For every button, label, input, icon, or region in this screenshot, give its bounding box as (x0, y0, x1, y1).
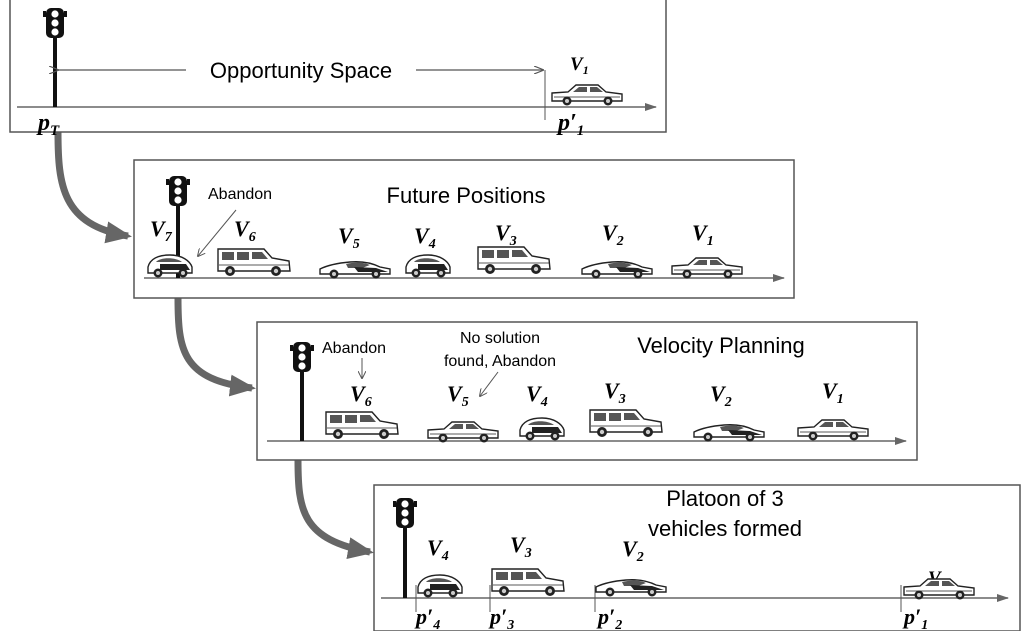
no-solution-pointer (480, 371, 499, 396)
panel-title: vehicles formed (648, 516, 802, 541)
vehicle-label: V5 (447, 381, 469, 410)
vehicle-label: V2 (710, 381, 732, 410)
vehicle-label: V3 (604, 378, 626, 407)
traffic-light-icon (43, 8, 67, 38)
position-label: p′4 (414, 604, 440, 631)
vehicle-label: V1 (570, 54, 589, 77)
panel-opportunity-space: Opportunity Space V1 pT p′1 (9, 0, 667, 139)
position-label: p′1 (902, 604, 928, 631)
position-label: p′1 (556, 110, 584, 139)
panel-velocity-planning: Velocity Planning Abandon No solution fo… (256, 321, 918, 461)
vehicle-label: V4 (414, 223, 436, 252)
abandon-pointer (198, 209, 237, 256)
position-label: pT (36, 110, 60, 139)
vehicle-label: V6 (234, 216, 256, 245)
flow-arrow-2 (174, 297, 256, 397)
vehicle-label: V6 (350, 381, 372, 410)
vehicle-label: V3 (510, 532, 532, 561)
traffic-light-icon (166, 176, 190, 206)
abandon-note: Abandon (322, 340, 386, 357)
vehicle-label: V2 (622, 536, 644, 565)
vehicle-label: V4 (526, 381, 548, 410)
vehicle-label: V5 (338, 223, 360, 252)
position-label: p′3 (488, 604, 514, 631)
vehicle-label: V2 (602, 220, 624, 249)
flow-arrow-3 (294, 459, 374, 559)
vehicle-label: V1 (692, 220, 714, 249)
vehicle-label: V1 (822, 378, 844, 407)
position-label: p′2 (596, 604, 622, 631)
abandon-note: Abandon (208, 186, 272, 203)
traffic-light-icon (290, 342, 314, 372)
panel-title: Future Positions (387, 183, 546, 208)
panel-title: Velocity Planning (637, 333, 805, 358)
flow-arrow-1 (54, 131, 132, 244)
vehicle-label: V7 (150, 216, 173, 245)
panel-future-positions: Future Positions Abandon V7 V6 V5 V4 V3 … (133, 159, 795, 299)
vehicle-label: V3 (495, 220, 517, 249)
panel-title: Platoon of 3 (666, 486, 783, 511)
vehicle-label: V4 (427, 535, 449, 564)
panel-title: Opportunity Space (210, 58, 392, 83)
no-solution-note: found, Abandon (444, 353, 556, 370)
traffic-light-icon (393, 498, 417, 528)
panel-platoon-formed: Platoon of 3 vehicles formed V4 V3 V2 V1… (373, 484, 1021, 631)
no-solution-note: No solution (460, 330, 540, 347)
